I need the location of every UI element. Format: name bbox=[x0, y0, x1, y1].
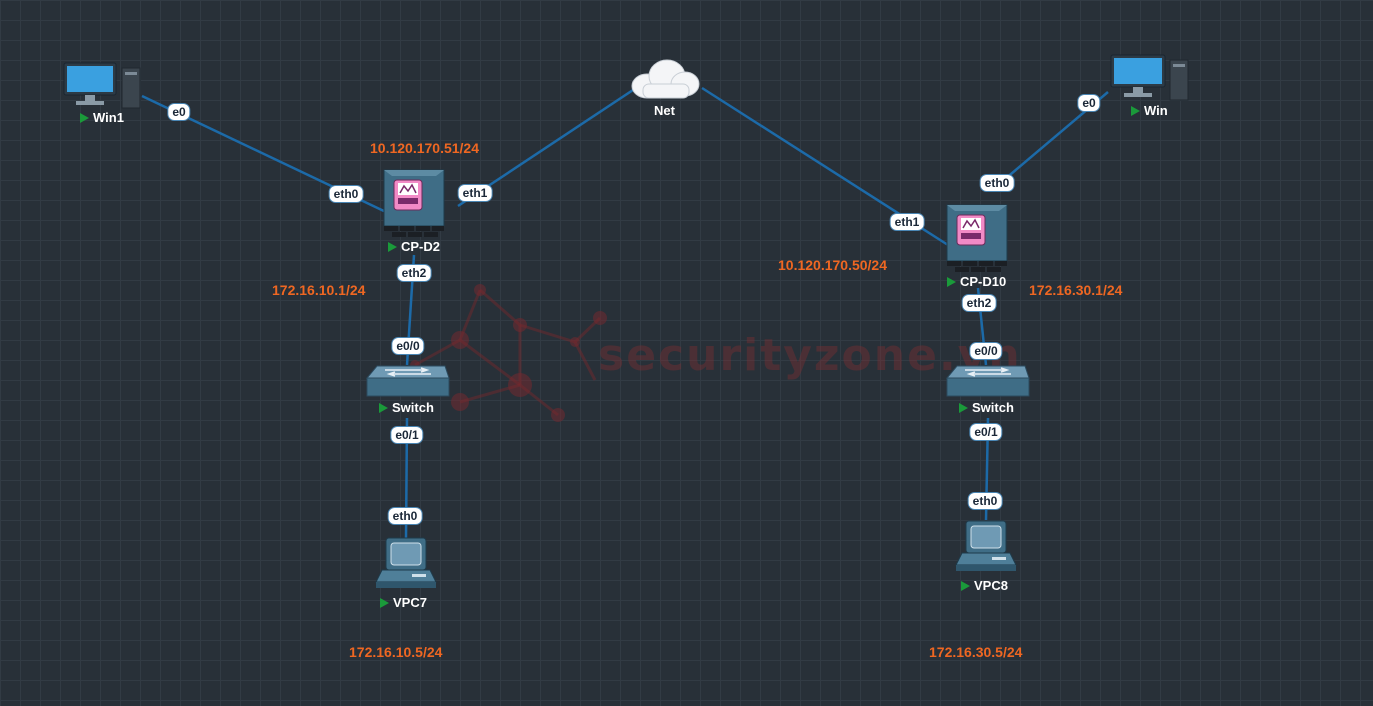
ip-label-cpd10-external: 10.120.170.50/24 bbox=[778, 257, 887, 273]
cloud-icon bbox=[631, 59, 700, 99]
node-label: Switch bbox=[972, 400, 1014, 415]
iface-switch-left-e01[interactable]: e0/1 bbox=[390, 426, 424, 444]
firewall-icon bbox=[946, 204, 1008, 272]
node-switch-left[interactable]: Switch bbox=[365, 364, 451, 415]
running-status-icon bbox=[379, 402, 388, 413]
node-vpc8[interactable]: VPC8 bbox=[954, 519, 1018, 593]
iface-switch-right-e01[interactable]: e0/1 bbox=[969, 423, 1003, 441]
vpc-terminal-icon bbox=[955, 520, 1017, 571]
iface-cpd10-eth2[interactable]: eth2 bbox=[961, 294, 997, 312]
iface-win1-e0[interactable]: e0 bbox=[167, 103, 191, 121]
iface-switch-right-e00[interactable]: e0/0 bbox=[969, 342, 1003, 360]
desktop-pc-icon bbox=[1110, 54, 1189, 101]
node-label: Win1 bbox=[93, 110, 124, 125]
iface-cpd2-eth0[interactable]: eth0 bbox=[328, 185, 364, 203]
running-status-icon bbox=[388, 241, 397, 252]
ip-label-vpc7: 172.16.10.5/24 bbox=[349, 644, 443, 660]
ip-label-vpc8: 172.16.30.5/24 bbox=[929, 644, 1023, 660]
node-net[interactable]: Net bbox=[627, 56, 703, 118]
node-cp-d10[interactable]: CP-D10 bbox=[945, 203, 1011, 289]
node-label: Win bbox=[1144, 103, 1168, 118]
node-win[interactable]: Win bbox=[1108, 52, 1192, 118]
node-label: CP-D10 bbox=[960, 274, 1007, 289]
iface-switch-left-e00[interactable]: e0/0 bbox=[391, 337, 425, 355]
vpc-terminal-icon bbox=[375, 537, 437, 588]
iface-vpc8-eth0[interactable]: eth0 bbox=[967, 492, 1003, 510]
node-label: VPC8 bbox=[974, 578, 1008, 593]
ip-label-cpd10-internal: 172.16.30.1/24 bbox=[1029, 282, 1123, 298]
node-label: Switch bbox=[392, 400, 434, 415]
running-status-icon bbox=[959, 402, 968, 413]
node-vpc7[interactable]: VPC7 bbox=[374, 536, 438, 610]
ip-label-cpd2-external: 10.120.170.51/24 bbox=[370, 140, 479, 156]
switch-icon bbox=[365, 365, 450, 397]
firewall-icon bbox=[383, 169, 445, 237]
iface-cpd10-eth1[interactable]: eth1 bbox=[889, 213, 925, 231]
switch-icon bbox=[945, 365, 1030, 397]
running-status-icon bbox=[380, 597, 389, 608]
iface-cpd2-eth1[interactable]: eth1 bbox=[457, 184, 493, 202]
node-switch-right[interactable]: Switch bbox=[945, 364, 1031, 415]
iface-cpd2-eth2[interactable]: eth2 bbox=[396, 264, 432, 282]
node-label: CP-D2 bbox=[401, 239, 441, 254]
iface-win-e0[interactable]: e0 bbox=[1077, 94, 1101, 112]
running-status-icon bbox=[1131, 105, 1140, 116]
node-cp-d2[interactable]: CP-D2 bbox=[382, 168, 448, 254]
node-label: VPC7 bbox=[393, 595, 427, 610]
watermark-logo bbox=[410, 284, 607, 422]
watermark-text: securityzone.vn bbox=[598, 330, 1022, 381]
ip-label-cpd2-internal: 172.16.10.1/24 bbox=[272, 282, 366, 298]
running-status-icon bbox=[961, 580, 970, 591]
running-status-icon bbox=[80, 112, 89, 123]
running-status-icon bbox=[947, 276, 956, 287]
iface-cpd10-eth0[interactable]: eth0 bbox=[979, 174, 1015, 192]
iface-vpc7-eth0[interactable]: eth0 bbox=[387, 507, 423, 525]
desktop-pc-icon bbox=[63, 62, 141, 109]
node-win1[interactable]: Win1 bbox=[62, 60, 144, 125]
node-label: Net bbox=[654, 103, 675, 118]
